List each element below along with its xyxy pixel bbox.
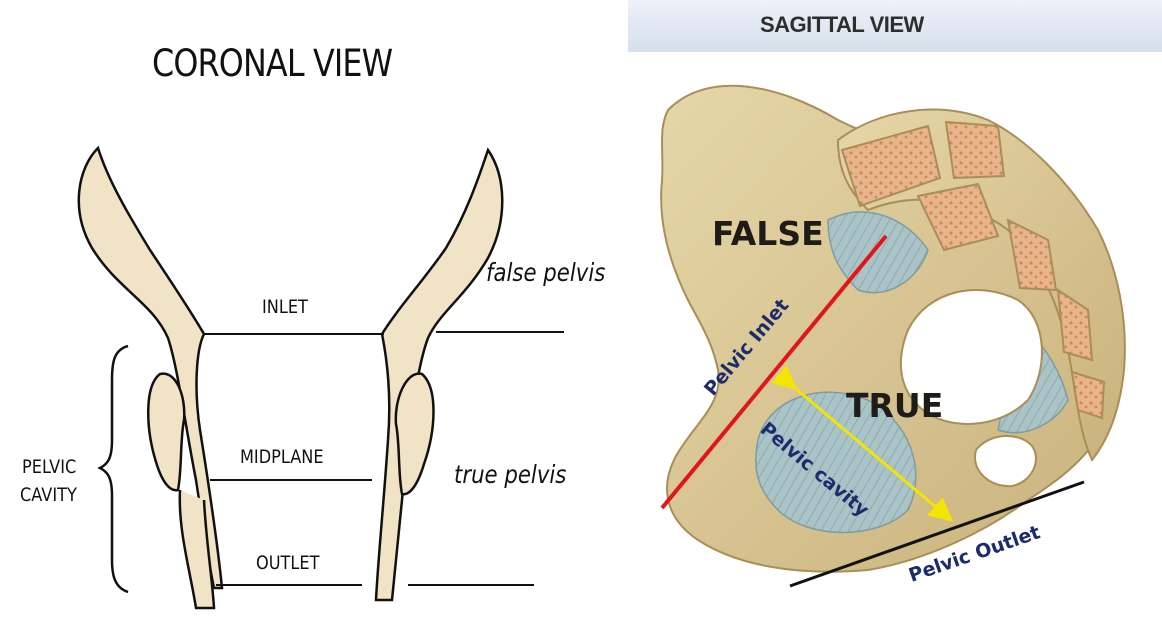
coronal-view-panel: CORONAL VIEW INLET MIDPLANE OUTLET PELVI… <box>20 42 606 610</box>
false-label: FALSE <box>712 214 824 253</box>
pelvic-outlet-line <box>789 480 1085 588</box>
pelvic-cavity-brace <box>97 344 129 594</box>
left-ilium <box>77 145 224 590</box>
sagittal-view-title: SAGITTAL VIEW <box>760 12 924 37</box>
left-lower-bone <box>178 489 216 610</box>
sacroiliac-ligament <box>827 211 929 294</box>
sagittal-header-bar <box>628 0 1162 52</box>
true-pelvis-label: true pelvis <box>454 460 567 489</box>
right-ischial-spine <box>394 372 435 496</box>
lesser-sciatic-foramen <box>974 434 1037 488</box>
left-ischial-spine <box>147 372 186 492</box>
pelvic-cavity-label-line1: PELVIC <box>22 456 77 478</box>
sacral-vertebra-1 <box>840 124 942 208</box>
sacral-vertebra-6 <box>1070 370 1106 420</box>
coronal-view-title: CORONAL VIEW <box>152 42 393 85</box>
coronal-diagram <box>77 145 564 610</box>
pelvic-cavity-label-line2: CAVITY <box>20 484 77 506</box>
sacral-vertebra-3 <box>916 182 1000 252</box>
sacral-vertebra-5 <box>1056 287 1094 362</box>
sagittal-diagram <box>660 84 1126 588</box>
sacral-vertebra-4 <box>1006 218 1058 292</box>
sagittal-view-panel: SAGITTAL VIEW <box>628 0 1162 624</box>
inlet-label: INLET <box>262 296 308 318</box>
pelvic-cavity-arrow <box>771 365 954 522</box>
sacral-vertebra-2 <box>944 120 1006 180</box>
outlet-label: OUTLET <box>256 552 320 574</box>
right-ilium <box>374 147 504 602</box>
false-pelvis-label: false pelvis <box>486 258 606 287</box>
true-label: TRUE <box>846 386 944 425</box>
midplane-label: MIDPLANE <box>240 446 324 468</box>
